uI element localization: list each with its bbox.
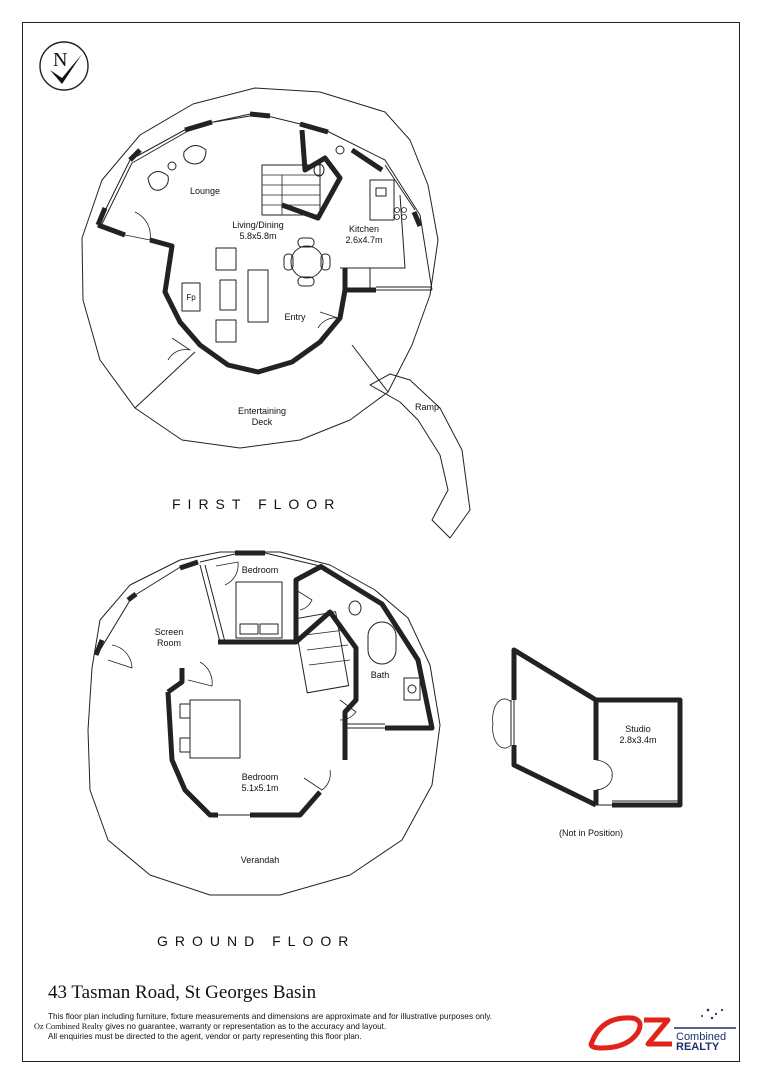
- studio-note: (Not in Position): [558, 828, 624, 838]
- disclaimer-line-3: All enquiries must be directed to the ag…: [48, 1032, 362, 1041]
- room-label-ramp: Ramp: [414, 402, 440, 412]
- room-label-bedroom-main: Bedroom: [241, 772, 279, 782]
- first-floor-deck-outline: [81, 87, 439, 449]
- disclaimer-line-1: This floor plan including furniture, fix…: [48, 1012, 493, 1021]
- room-label-entry: Entry: [284, 312, 306, 322]
- oz-combined-realty-logo: Combined REALTY: [588, 1008, 736, 1052]
- room-label-lounge: Lounge: [189, 186, 221, 196]
- room-size-living-dining: 5.8x5.8m: [239, 231, 277, 241]
- room-size-bedroom-main: 5.1x5.1m: [241, 783, 279, 793]
- first-floor-heading: FIRST FLOOR: [172, 496, 342, 512]
- room-label-verandah: Verandah: [240, 855, 280, 865]
- room-label-studio: Studio: [625, 724, 651, 734]
- room-label-living-dining: Living/Dining: [232, 220, 284, 230]
- first-floor-outer-wall: [97, 112, 433, 291]
- room-label-kitchen: Kitchen: [348, 224, 380, 234]
- ramp-outline: [369, 373, 471, 539]
- room-label-bath: Bath: [370, 670, 390, 680]
- room-label-screen-line1: Screen: [154, 627, 184, 637]
- disclaimer-line-2: Oz Combined Realty gives no guarantee, w…: [34, 1022, 386, 1032]
- north-arrow-icon: N: [39, 41, 89, 91]
- room-label-deck-line1: Entertaining: [237, 406, 287, 416]
- property-address: 43 Tasman Road, St Georges Basin: [48, 982, 317, 1003]
- ground-floor-verandah-outline: [87, 551, 441, 896]
- room-size-studio: 2.8x3.4m: [619, 735, 657, 745]
- room-label-deck-line2: Deck: [251, 417, 273, 427]
- room-size-kitchen: 2.6x4.7m: [345, 235, 383, 245]
- logo-combined-text: Combined: [676, 1031, 726, 1043]
- page-border: [22, 22, 740, 1062]
- logo-realty-text: REALTY: [676, 1041, 720, 1052]
- disclaimer-line-2-text: gives no guarantee, warranty or represen…: [105, 1022, 387, 1031]
- ground-floor-heading: GROUND FLOOR: [157, 933, 356, 949]
- room-label-screen-line2: Room: [156, 638, 182, 648]
- agency-name: Oz Combined Realty: [34, 1022, 104, 1031]
- fireplace-label: Fp: [186, 293, 196, 302]
- studio-walls: [511, 647, 683, 808]
- room-label-bedroom-small: Bedroom: [241, 565, 279, 575]
- north-marker: N: [53, 49, 67, 71]
